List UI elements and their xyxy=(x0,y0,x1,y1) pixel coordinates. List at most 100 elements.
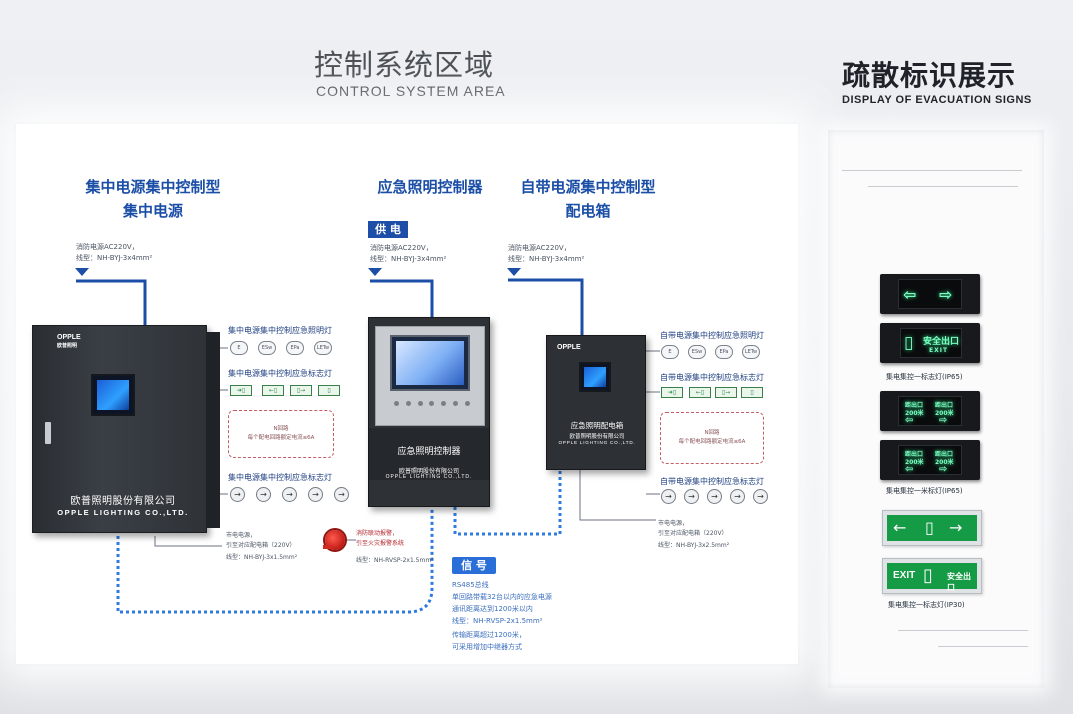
circuit-note-1: N回路 xyxy=(704,430,720,436)
exit-sign-icon: ▯→ xyxy=(290,385,312,396)
exit-sign-icon: ➜▯ xyxy=(230,385,252,396)
left-row2-label: 集中电源集中控制应急标志灯 xyxy=(228,369,332,378)
arrow-sign-icon: → xyxy=(256,487,271,502)
running-man-icon: ▯ xyxy=(923,565,933,586)
alarm-note-1: 消防联动报警， xyxy=(356,530,399,537)
cabinet-side xyxy=(206,332,220,528)
arrow-sign-icon: → xyxy=(730,489,745,504)
right-row1-label: 自带电源集中控制应急照明灯 xyxy=(660,331,764,340)
center-heading: 应急照明控制器 xyxy=(377,178,483,196)
exit-sign-icon: ▯ xyxy=(318,385,340,396)
signal-tag: 信 号 xyxy=(452,557,496,574)
evac-sign-arrows: ⇦ ⇨ xyxy=(880,274,980,314)
signal-note-6: 可采用增加中继器方式 xyxy=(452,643,522,651)
arrow-down-icon xyxy=(368,268,382,276)
fixture-icon: E xyxy=(661,345,679,359)
control-area-title: 控制系统区域 xyxy=(314,48,495,82)
right-arrow-icon: ⇨ xyxy=(939,285,953,304)
alarm-note-3: 线型：NH-RVSP-2x1.5mm² xyxy=(356,557,434,564)
box-company-cn: 欧普照明股份有限公司 xyxy=(569,434,625,440)
central-power-cabinet: OPPLE 欧普照明 欧普照明股份有限公司 OPPLE LIGHTING CO.… xyxy=(32,325,220,533)
circuit-note-2: 每个配电回路额定电流≤6A xyxy=(678,439,746,445)
fixture-icon: LETw xyxy=(742,345,760,359)
signal-note-1: RS485总线 xyxy=(452,581,489,589)
controller-company-en: OPPLE LIGHTING CO.,LTD. xyxy=(385,474,473,480)
fixture-icon: EPa xyxy=(286,341,304,355)
distance-label: 距出口 xyxy=(935,402,954,409)
exit-text-en: EXIT xyxy=(929,347,949,354)
left-row3-label: 集中电源集中控制应急标志灯 xyxy=(228,473,332,482)
sign-caption-3: 集电集控一标志灯(IP30) xyxy=(888,601,965,609)
left-mains-note-2: 引至对应配电箱（220V） xyxy=(226,542,296,549)
controller-lower-panel xyxy=(369,428,489,480)
left-heading-line1: 集中电源集中控制型 xyxy=(85,178,221,196)
decor-line xyxy=(868,186,1018,187)
decor-line xyxy=(898,630,1028,631)
brand-logo-cn: 欧普照明 xyxy=(57,343,78,349)
exit-sign-icon: ➜▯ xyxy=(661,387,683,398)
supply-tag: 供 电 xyxy=(368,221,408,238)
arrow-sign-icon: → xyxy=(230,487,245,502)
right-mains-note-2: 引至对应配电箱（220V） xyxy=(658,530,728,537)
sign-face: ⇦ ⇨ xyxy=(898,279,962,309)
controller-display xyxy=(390,335,470,391)
center-supply-note-1: 消防电源AC220V， xyxy=(370,244,433,252)
distance-label: 距出口 xyxy=(935,451,954,458)
left-supply-note-1: 消防电源AC220V， xyxy=(76,243,139,251)
circuit-note-box: N回路 每个配电回路额定电流≤6A xyxy=(228,410,334,458)
box-screen xyxy=(579,362,611,392)
arrow-sign-icon: → xyxy=(707,489,722,504)
sign-caption-2: 集电集控一米标灯(IP65) xyxy=(886,487,963,495)
box-company-en: OPPLE LIGHTING CO.,LTD. xyxy=(558,440,636,445)
left-row1-label: 集中电源集中控制应急照明灯 xyxy=(228,326,332,335)
alarm-note-2: 引至火灾报警系统 xyxy=(356,540,405,547)
right-row3-label: 自带电源集中控制应急标志灯 xyxy=(660,477,764,486)
left-mains-note-3: 线型：NH-BYJ-3x1.5mm² xyxy=(226,554,298,561)
arrow-sign-icon: → xyxy=(334,487,349,502)
cabinet-company-en: OPPLE LIGHTING CO.,LTD. xyxy=(57,508,189,517)
exit-sign-icon: ▯→ xyxy=(715,387,737,398)
arrow-sign-icon: → xyxy=(661,489,676,504)
center-supply-note-2: 线型：NH-BYJ-3x4mm² xyxy=(370,255,447,263)
evacuation-signs-subtitle: DISPLAY OF EVACUATION SIGNS xyxy=(842,94,1032,106)
distance-value: 200米 xyxy=(905,459,924,466)
signal-note-2: 单回路带载32台以内的应急电源 xyxy=(452,593,552,601)
left-arrow-icon: ⇦ xyxy=(903,285,917,304)
right-heading-line2: 配电箱 xyxy=(565,202,611,220)
left-arrow-icon: ⇦ xyxy=(905,415,914,426)
exit-text-en: EXIT xyxy=(893,570,916,581)
signal-note-3: 通讯距离达到1200米以内 xyxy=(452,605,533,613)
evac-sign-light-arrows: ← ▯ → xyxy=(882,510,982,546)
indicator-leds xyxy=(394,401,470,409)
evac-sign-exit: ▯ 安全出口 EXIT xyxy=(880,323,980,363)
controller-front xyxy=(375,326,485,426)
alarm-base xyxy=(323,545,332,549)
self-contained-distribution-box: OPPLE 应急照明配电箱 欧普照明股份有限公司 OPPLE LIGHTING … xyxy=(546,335,646,470)
arrow-sign-icon: → xyxy=(308,487,323,502)
right-mains-note-3: 线型：NH-BYJ-3x2.5mm² xyxy=(658,542,730,549)
exit-sign-icon: ▯ xyxy=(741,387,763,398)
arrow-down-icon xyxy=(507,268,521,276)
distance-label: 距出口 xyxy=(905,451,924,458)
right-heading-line1: 自带电源集中控制型 xyxy=(520,178,656,196)
distance-label: 距出口 xyxy=(905,402,924,409)
circuit-note-2: 每个配电回路额定电流≤6A xyxy=(247,435,315,441)
exit-sign-icon: ←▯ xyxy=(689,387,711,398)
controller-company-cn: 欧普照明股份有限公司 xyxy=(398,468,459,475)
cabinet-company-cn: 欧普照明股份有限公司 xyxy=(70,496,176,507)
box-label: 应急照明配电箱 xyxy=(570,421,624,430)
controller-label: 应急照明控制器 xyxy=(397,447,461,457)
distance-value: 200米 xyxy=(935,410,954,417)
running-man-icon: ▯ xyxy=(925,518,934,537)
right-mains-note-1: 市电电源， xyxy=(658,520,689,527)
left-arrow-icon: ← xyxy=(893,518,907,537)
distance-value: 200米 xyxy=(935,459,954,466)
distance-value: 200米 xyxy=(905,410,924,417)
left-arrow-icon: ⇦ xyxy=(905,464,914,475)
sign-caption-1: 集电集控一标志灯(IP65) xyxy=(886,373,963,381)
sign-face: ▯ 安全出口 EXIT xyxy=(900,328,962,358)
running-man-icon: ▯ xyxy=(904,333,914,353)
left-supply-note-2: 线型：NH-BYJ-3x4mm² xyxy=(76,254,153,262)
brand-logo: OPPLE xyxy=(57,334,81,341)
exit-text-cn: 安全出口 xyxy=(947,572,971,592)
